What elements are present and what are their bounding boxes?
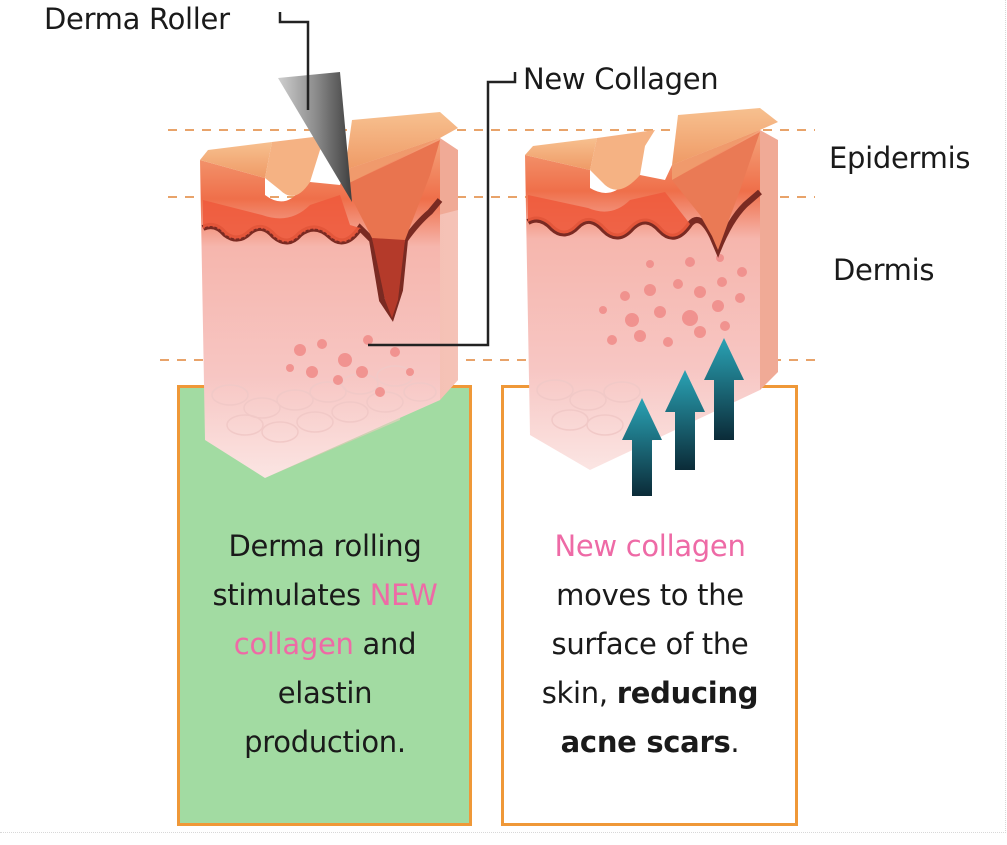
skin-block-before	[200, 112, 458, 478]
label-derma-roller: Derma Roller	[44, 2, 230, 36]
caption-left-line: production.	[180, 718, 470, 767]
caption-text: stimulates	[212, 578, 370, 612]
caption-left-line: collagen and	[180, 620, 470, 669]
caption-text: elastin	[277, 676, 373, 710]
caption-right-line: New collagen	[504, 522, 796, 571]
caption-left-line: Derma rolling	[180, 522, 470, 571]
bold-text: acne scars	[560, 725, 731, 759]
needle-icon	[278, 72, 352, 202]
caption-right: New collagen moves to the surface of the…	[504, 522, 796, 767]
caption-text: skin,	[541, 676, 617, 710]
skin-block-after	[525, 108, 778, 470]
caption-right-line: acne scars.	[504, 718, 796, 767]
caption-text: production.	[244, 725, 406, 759]
up-arrow-icon	[622, 338, 744, 496]
caption-right-line: surface of the	[504, 620, 796, 669]
label-dermis: Dermis	[833, 253, 935, 287]
caption-box-left	[177, 385, 472, 826]
caption-text: moves to the	[556, 578, 744, 612]
label-new-collagen: New Collagen	[523, 62, 719, 96]
highlight-text: New collagen	[554, 529, 746, 563]
highlight-text: collagen	[233, 627, 354, 661]
caption-left: Derma rolling stimulates NEW collagen an…	[180, 522, 470, 767]
caption-text: .	[730, 725, 740, 759]
caption-right-line: skin, reducing	[504, 669, 796, 718]
caption-left-line: stimulates NEW	[180, 571, 470, 620]
leader-lines	[278, 12, 517, 347]
label-epidermis: Epidermis	[829, 141, 971, 175]
highlight-text: NEW	[369, 578, 438, 612]
bold-text: reducing	[616, 676, 759, 710]
caption-text: and	[353, 627, 417, 661]
caption-text: surface of the	[551, 627, 749, 661]
caption-text: Derma rolling	[228, 529, 422, 563]
caption-left-line: elastin	[180, 669, 470, 718]
caption-right-line: moves to the	[504, 571, 796, 620]
